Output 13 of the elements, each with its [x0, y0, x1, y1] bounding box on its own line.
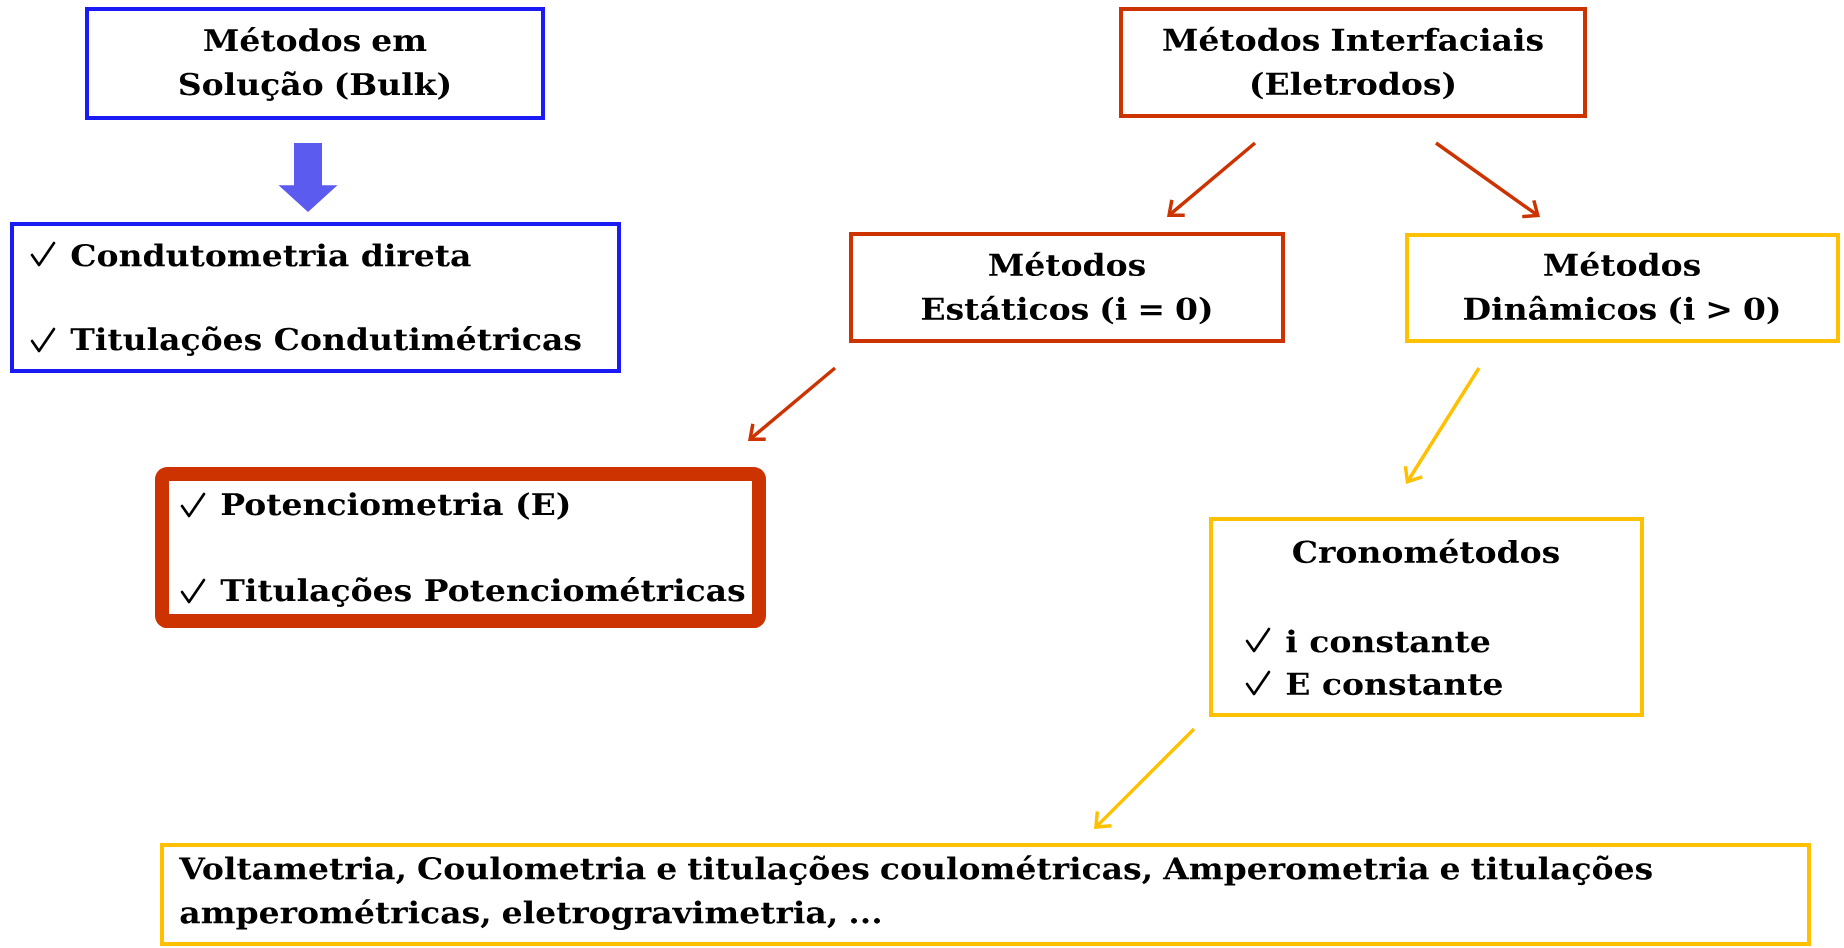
- method-box: Cronométodos i constante E constante: [1209, 517, 1644, 717]
- list-box: Potenciometria (E) Titulações Potenciométricas: [155, 467, 766, 628]
- method-box: Métodos Interfaciais (Eletrodos): [1119, 7, 1587, 118]
- arrow: [1435, 141, 1540, 219]
- arrow: [1403, 367, 1481, 484]
- arrow: [1094, 727, 1196, 829]
- method-box: Métodos Dinâmicos (i > 0): [1405, 233, 1840, 343]
- arrow: [748, 366, 837, 441]
- result-box: Voltametria, Coulometria e titulações coulométricas, Amperometria e titulações amperométricas, eletrogravimetria, ...: [160, 843, 1811, 946]
- method-box: Métodos Estáticos (i = 0): [849, 232, 1285, 343]
- list-box: Condutometria direta Titulações Condutimétricas: [10, 222, 621, 373]
- method-box: Métodos em Solução (Bulk): [85, 7, 545, 120]
- arrow: [1167, 141, 1257, 217]
